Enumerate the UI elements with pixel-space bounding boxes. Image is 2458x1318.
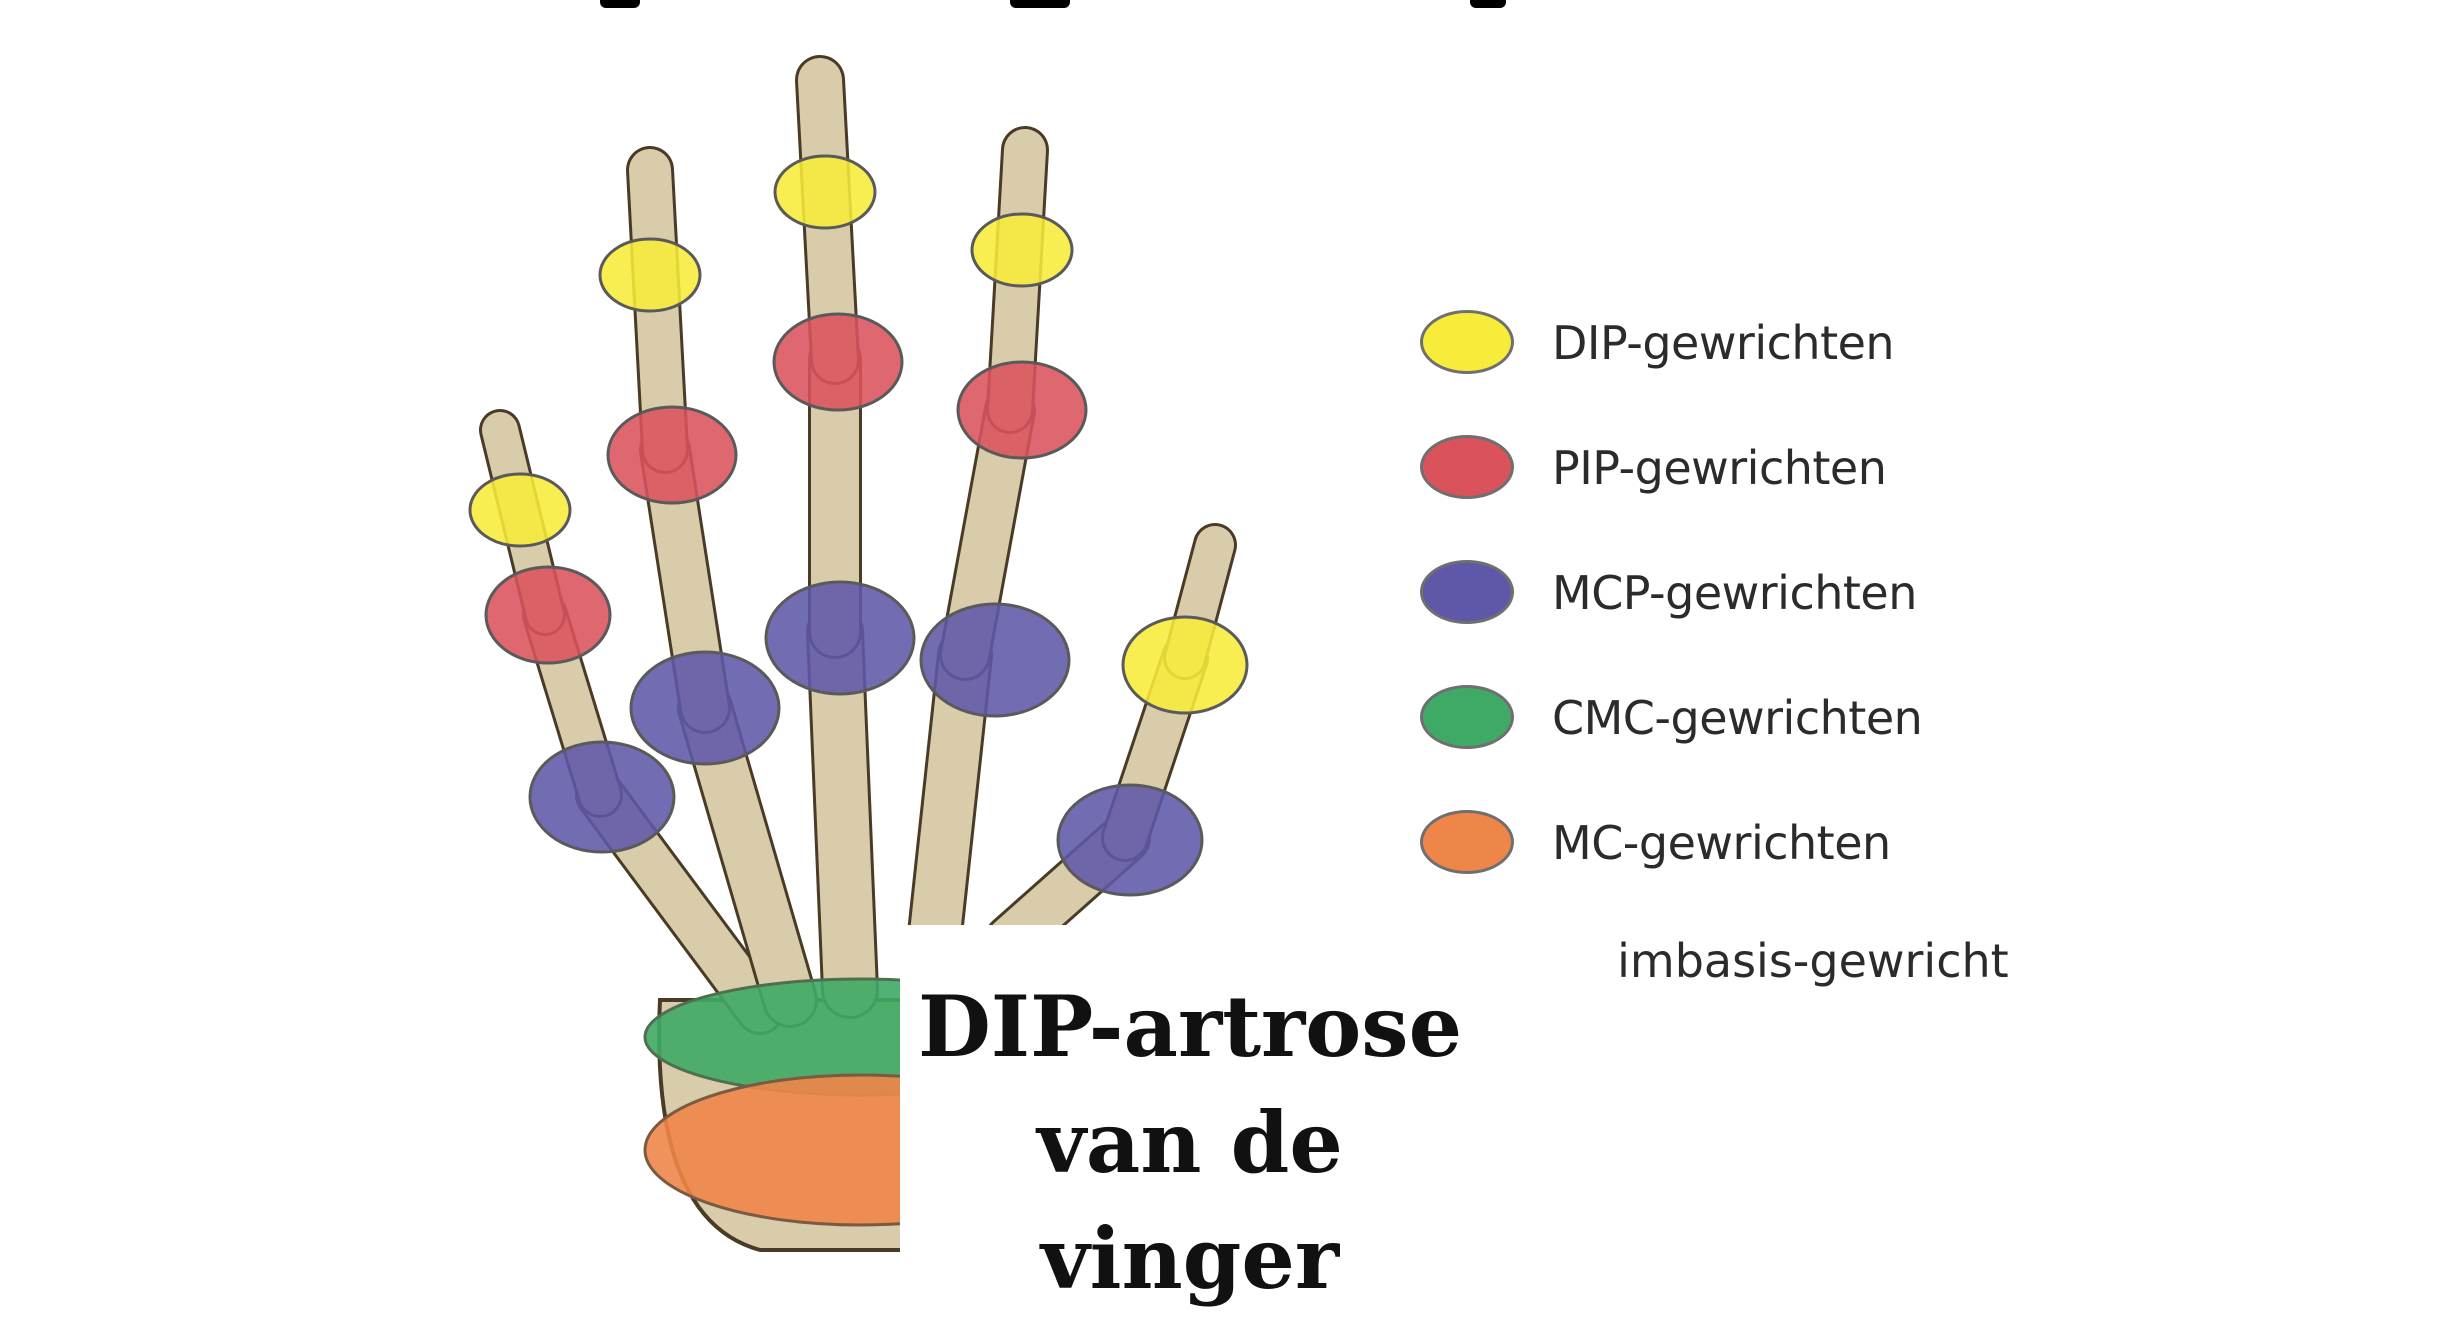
legend-label-mc: MC-gewrichten xyxy=(1552,816,1891,870)
caption-box: DIP-artrose van de vinger xyxy=(900,925,1620,1318)
cropped-title-edge xyxy=(0,0,2458,10)
legend-swatch-mc xyxy=(1420,810,1514,874)
legend-label-dip: DIP-gewrichten xyxy=(1552,316,1895,370)
dip-joint-4 xyxy=(970,212,1074,288)
legend-label-pip: PIP-gewrichten xyxy=(1552,441,1887,495)
dip-joint-1 xyxy=(468,472,572,548)
pip-joint-6 xyxy=(484,565,612,665)
legend-label-cmc: CMC-gewrichten xyxy=(1552,691,1923,745)
legend-swatch-cmc xyxy=(1420,685,1514,749)
pip-joint-8 xyxy=(772,312,904,412)
caption-line-1: DIP-artrose xyxy=(917,977,1463,1076)
dip-joint-5 xyxy=(1121,615,1249,715)
caption-line-2: van de vinger xyxy=(1037,1093,1343,1308)
legend-swatch-dip xyxy=(1420,310,1514,374)
legend-label-mcp: MCP-gewrichten xyxy=(1552,566,1917,620)
mcp-joint-12 xyxy=(764,580,916,696)
dip-joint-3 xyxy=(773,154,877,230)
mcp-joint-13 xyxy=(919,602,1071,718)
mcp-joint-14 xyxy=(1056,783,1204,897)
legend-label-thumb-base: )uimbasis-gewricht xyxy=(1570,934,2009,988)
caption-title: DIP-artrose van de vinger xyxy=(900,969,1480,1317)
legend-swatch-mcp xyxy=(1420,560,1514,624)
pip-joint-9 xyxy=(956,360,1088,460)
pip-joint-7 xyxy=(606,405,738,505)
mcp-joint-10 xyxy=(528,740,676,854)
mcp-joint-11 xyxy=(629,650,781,766)
dip-joint-2 xyxy=(598,237,702,313)
legend-swatch-pip xyxy=(1420,435,1514,499)
